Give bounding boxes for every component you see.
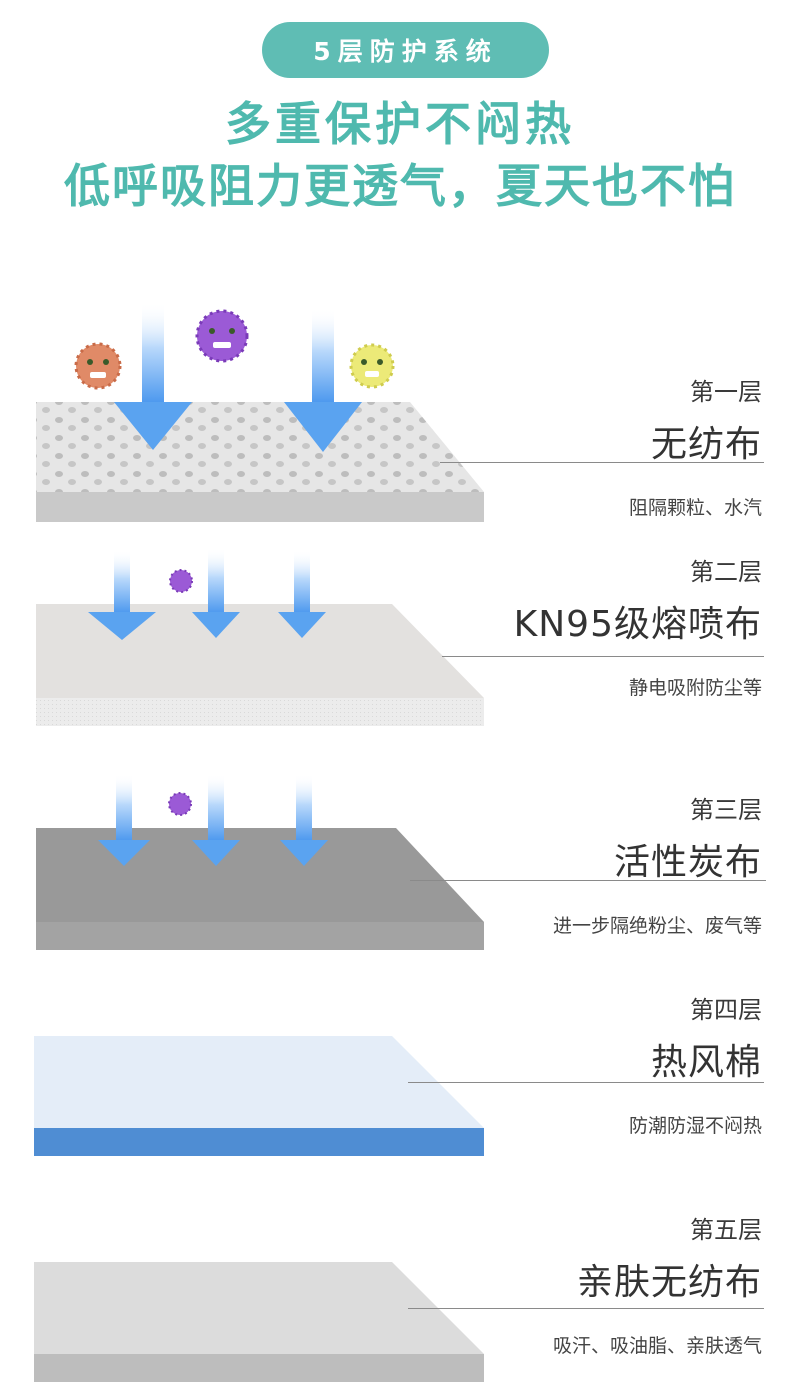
layer-4-info: 第四层 热风棉 防潮防湿不闷热 xyxy=(629,990,762,1138)
virus-icon-orange xyxy=(74,342,122,390)
virus-icon-purple-small xyxy=(168,792,192,816)
layer-1-divider xyxy=(440,462,764,463)
layer-3-number: 第三层 xyxy=(690,796,762,824)
layer-4-name: 热风棉 xyxy=(650,1042,762,1083)
layer-5-number: 第五层 xyxy=(690,1216,762,1244)
layer-5-info: 第五层 亲肤无纺布 吸汗、吸油脂、亲肤透气 xyxy=(553,1210,762,1358)
layer-2-fabric xyxy=(36,604,484,726)
layer-3-info: 第三层 活性炭布 进一步隔绝粉尘、废气等 xyxy=(553,790,762,938)
virus-icon-purple xyxy=(195,309,249,363)
layer-3-desc: 进一步隔绝粉尘、废气等 xyxy=(552,915,762,937)
layer-2-divider xyxy=(442,656,764,657)
layer-2-desc: 静电吸附防尘等 xyxy=(628,677,762,699)
layer-4-divider xyxy=(408,1082,764,1083)
arrow-icon xyxy=(88,550,156,640)
layer-5-divider xyxy=(408,1308,764,1309)
arrow-icon xyxy=(98,774,150,866)
layer-1-fabric xyxy=(36,402,484,522)
headline-line-2: 低呼吸阻力更透气，夏天也不怕 xyxy=(64,159,736,213)
arrow-icon xyxy=(284,308,362,452)
arrow-icon xyxy=(114,302,192,450)
arrow-icon xyxy=(192,774,240,866)
arrow-icon xyxy=(278,550,326,638)
title-badge: 5层防护系统 xyxy=(262,22,549,78)
layer-5-name: 亲肤无纺布 xyxy=(576,1262,762,1303)
layer-4-desc: 防潮防湿不闷热 xyxy=(628,1115,762,1137)
virus-icon-purple-small xyxy=(169,569,193,593)
layer-5-fabric xyxy=(34,1262,484,1382)
layer-1-name: 无纺布 xyxy=(650,424,762,465)
layer-1-desc: 阻隔颗粒、水汽 xyxy=(628,497,762,519)
layer-1-info: 第一层 无纺布 阻隔颗粒、水汽 xyxy=(629,372,762,520)
layer-2-number: 第二层 xyxy=(690,558,762,586)
layer-4-number: 第四层 xyxy=(690,996,762,1024)
layer-3-name: 活性炭布 xyxy=(613,842,762,883)
layer-3-divider xyxy=(410,880,766,881)
headline-line-1: 多重保护不闷热 xyxy=(225,97,575,151)
layer-5-desc: 吸汗、吸油脂、亲肤透气 xyxy=(552,1335,762,1357)
virus-icon-yellow xyxy=(349,343,395,389)
layer-2-name: KN95级熔喷布 xyxy=(513,604,762,645)
layer-1-number: 第一层 xyxy=(690,378,762,406)
layer-2-info: 第二层 KN95级熔喷布 静电吸附防尘等 xyxy=(514,552,762,700)
arrow-icon xyxy=(280,774,328,866)
layer-4-fabric xyxy=(34,1036,484,1156)
layer-3-fabric xyxy=(36,828,484,950)
arrow-icon xyxy=(192,548,240,638)
